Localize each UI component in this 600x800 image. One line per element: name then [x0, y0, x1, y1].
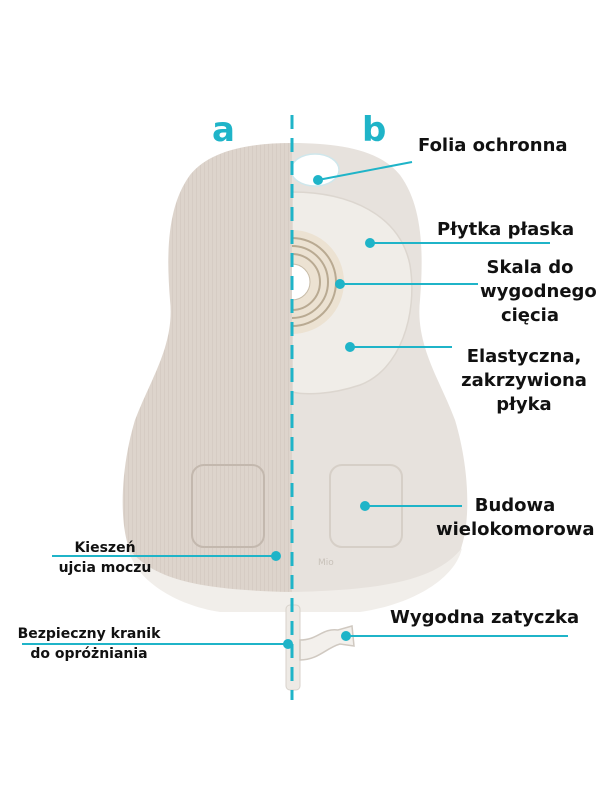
label-budowa: Budowa wielokomorowa — [436, 495, 595, 540]
leader-dot-zatyczka — [341, 631, 351, 641]
label-folia-ochronna: Folia ochronna — [418, 135, 568, 156]
leader-dot-elastyczna — [345, 342, 355, 352]
label-elastyczna: Elastyczna, zakrzywiona płyka — [461, 346, 587, 415]
chamber-window-left — [191, 464, 265, 548]
wafer-ring-scale-2 — [292, 245, 329, 319]
pouch-imprint: Mio — [318, 558, 334, 568]
drain-plug — [299, 625, 355, 661]
leader-dot-budowa — [360, 501, 370, 511]
wafer-ring-scale-3 — [292, 253, 321, 311]
leader-dot-kieszen — [271, 551, 281, 561]
pouch-side-a — [122, 143, 292, 602]
label-skala: Skala do wygodnego cięcia — [480, 257, 597, 326]
label-plytka-plaska: Płytka płaska — [437, 219, 575, 240]
leader-dot-skala — [335, 279, 345, 289]
leader-dot-kranik — [283, 639, 293, 649]
pouch-body-left — [122, 143, 292, 602]
wafer-ring-outer — [292, 230, 344, 334]
label-zatyczka: Wygodna zatyczka — [390, 607, 580, 628]
leader-dot-plytka — [365, 238, 375, 248]
label-kranik: Bezpieczny kranik do opróżniania — [17, 626, 161, 662]
label-kieszen: Kieszeń ujcia moczu — [58, 540, 152, 576]
outlet-band — [128, 548, 462, 612]
leader-dot-folia — [313, 175, 323, 185]
leader-folia — [317, 161, 413, 181]
side-label-a: a — [212, 110, 235, 150]
side-label-b: b — [362, 110, 387, 150]
wafer-center-hole — [292, 263, 311, 301]
pouch-side-b: Mio — [292, 143, 468, 602]
